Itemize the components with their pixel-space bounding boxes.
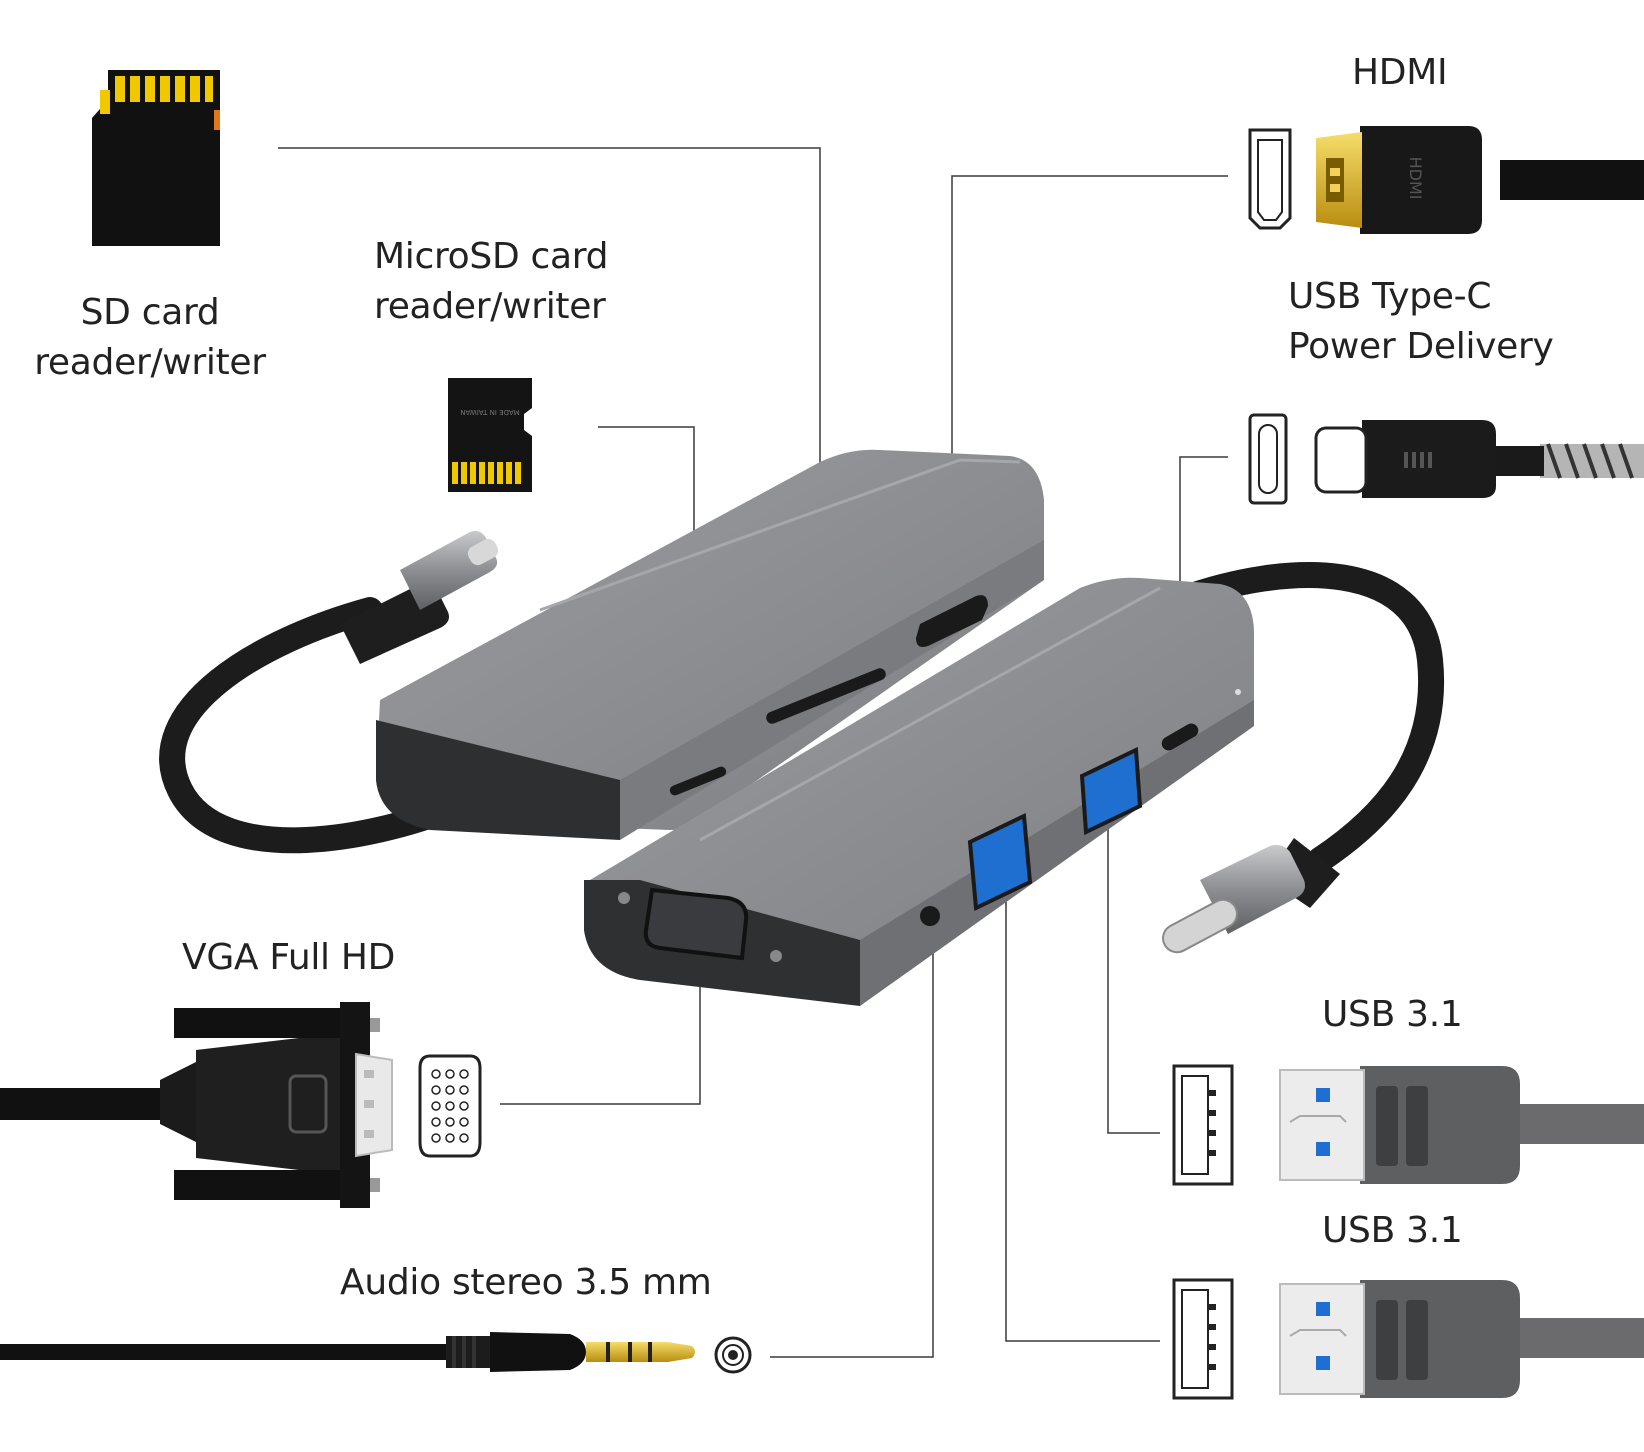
vga-pin <box>459 1101 469 1111</box>
usb-c-hub <box>159 449 1445 1006</box>
microsd-card-marking: MADE IN TAIWAN <box>460 408 520 416</box>
vga-pin <box>459 1069 469 1079</box>
microsd-label-line2: reader/writer <box>374 286 606 327</box>
usb-a-socket <box>1079 746 1143 836</box>
leader-audio <box>770 920 934 1358</box>
vga-pin <box>431 1085 441 1095</box>
leader-vga <box>500 950 701 1105</box>
audio-plug-icon <box>0 1332 695 1372</box>
vga-pin <box>445 1133 455 1143</box>
vga-socket <box>643 887 749 961</box>
vga-pin <box>431 1117 441 1127</box>
vga-pin <box>431 1101 441 1111</box>
microsd-card-icon: MADE IN TAIWAN <box>448 378 532 492</box>
vga-pin <box>431 1133 441 1143</box>
vga-pin <box>445 1117 455 1127</box>
vga-label: VGA Full HD <box>182 937 396 978</box>
sd-card-icon <box>92 70 220 246</box>
hdmi-port-icon <box>1248 128 1292 230</box>
sd-label-line2: reader/writer <box>34 342 266 383</box>
audio-label: Audio stereo 3.5 mm <box>340 1262 712 1303</box>
usb-a-socket <box>967 812 1033 912</box>
usbc-socket <box>1161 723 1199 751</box>
usbc-port-icon <box>1248 413 1288 505</box>
usb-a-plug-icon <box>1279 1280 1644 1398</box>
microsd-label: MicroSD card reader/writer <box>374 232 608 332</box>
hdmi-plug-icon: HDMI <box>1316 126 1644 234</box>
microsd-slot <box>669 766 727 796</box>
usb-a-port-icon <box>1172 1064 1234 1186</box>
usbc-plug-icon <box>1314 420 1644 498</box>
vga-pin <box>445 1069 455 1079</box>
usb-a-plug-icon <box>1279 1066 1644 1184</box>
audio-jack-icon <box>714 1336 752 1374</box>
vga-pin <box>445 1101 455 1111</box>
sd-slot <box>766 668 886 724</box>
usbc-label: USB Type-C Power Delivery <box>1288 272 1554 372</box>
vga-port-icon <box>418 1054 482 1158</box>
usb31-top-label: USB 3.1 <box>1322 994 1463 1035</box>
vga-pin <box>431 1069 441 1079</box>
sd-label-line1: SD card <box>80 292 220 333</box>
vga-pin <box>459 1133 469 1143</box>
hdmi-plug-marking: HDMI <box>1406 157 1425 200</box>
usb31-bottom-label: USB 3.1 <box>1322 1210 1463 1251</box>
vga-pin <box>459 1117 469 1127</box>
microsd-label-line1: MicroSD card <box>374 236 609 277</box>
hdmi-label: HDMI <box>1352 52 1448 93</box>
hdmi-socket <box>916 595 988 647</box>
usbc-label-line1: USB Type-C <box>1288 276 1492 317</box>
audio-socket <box>920 906 940 926</box>
sd-label: SD card reader/writer <box>30 288 270 388</box>
vga-pin <box>445 1085 455 1095</box>
usb-a-port-icon <box>1172 1278 1234 1400</box>
leader-usb-bottom <box>1005 880 1160 1342</box>
vga-pin <box>459 1085 469 1095</box>
usbc-label-line2: Power Delivery <box>1288 326 1554 367</box>
leader-usb-top <box>1107 800 1160 1134</box>
vga-plug-icon <box>0 1002 393 1208</box>
